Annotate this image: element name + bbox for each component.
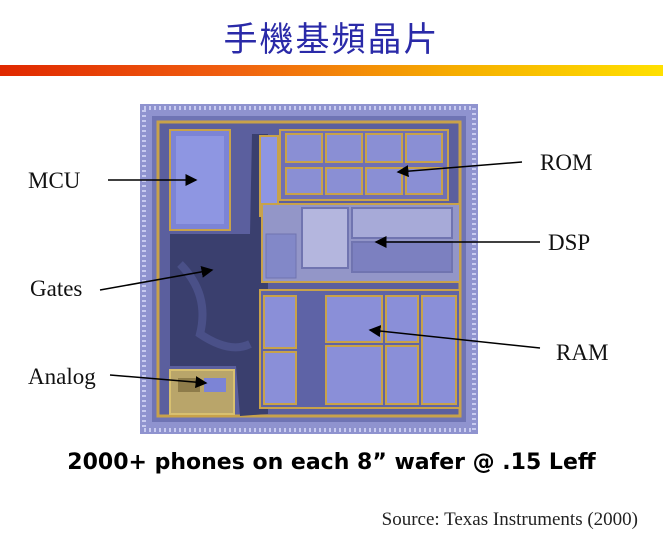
wafer-caption: 2000+ phones on each 8” wafer @ .15 Leff <box>67 450 596 475</box>
slide-title: 手機基頻晶片 <box>223 20 440 60</box>
label-dsp: DSP <box>548 230 591 255</box>
label-gates: Gates <box>30 276 83 301</box>
ram-block <box>259 289 461 409</box>
rom-arrow <box>396 161 523 178</box>
label-ram: RAM <box>556 340 609 365</box>
rom-block <box>279 129 449 201</box>
source-credit: Source: Texas Instruments (2000) <box>381 509 638 530</box>
label-rom: ROM <box>540 150 593 175</box>
ram-arrow <box>368 325 541 349</box>
gates-arrow <box>99 265 214 291</box>
analog-arrow <box>109 374 208 389</box>
label-mcu: MCU <box>28 168 81 193</box>
title-underline-bar <box>0 65 663 76</box>
dsp-block <box>261 203 461 283</box>
label-analog: Analog <box>28 364 96 389</box>
